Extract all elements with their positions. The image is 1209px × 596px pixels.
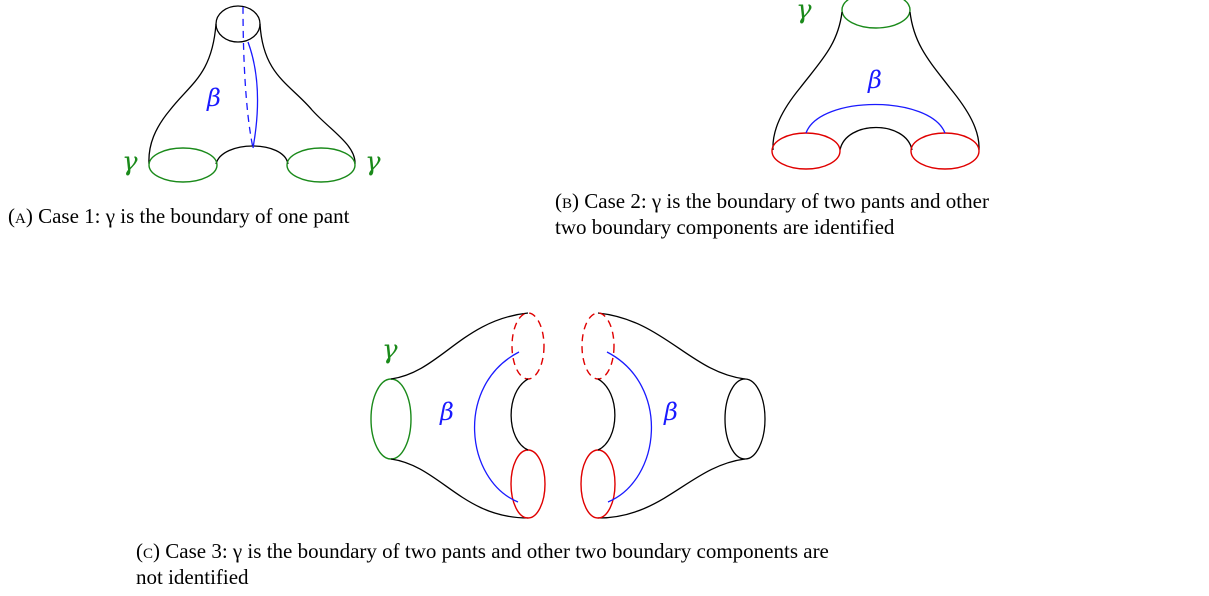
panel-a-beta-front [247,41,259,149]
panel-b-diagram: γ β [771,0,980,170]
panel-c-diagram: γ β β [370,312,766,519]
panel-a-beta-label: β [206,84,221,112]
panel-c-left-beta-label: β [439,398,454,426]
caption-b-text-1: Case 2: γ is the boundary of two pants a… [584,189,989,213]
panel-c-right-red-bottom-boundary [580,449,616,519]
panel-c-right-red-top-boundary [581,312,615,380]
caption-c-tag: (c) [136,539,160,563]
panel-a-diagram: β γ γ [122,5,381,183]
panel-c-left-top-side [390,312,529,380]
panel-c-right-beta-label: β [663,398,678,426]
panel-c-left-red-bottom-boundary [510,449,546,519]
panel-c-gamma-boundary [370,378,412,460]
panel-b-right-side [909,11,980,151]
panel-b-gamma-label: γ [796,0,812,25]
panel-c-gamma-label: γ [382,335,398,365]
panel-c-right-inner-curve [597,378,616,451]
panel-a-gamma-label-left: γ [122,147,138,177]
panel-b-gamma-boundary [841,0,911,29]
panel-b-left-side [772,11,843,151]
panel-a-middle-arch [215,145,289,165]
panel-c-right-top-side [597,312,746,380]
panel-a-gamma-left-boundary [148,147,218,183]
caption-c-text-1: Case 3: γ is the boundary of two pants a… [165,539,829,563]
panel-a-top-boundary [215,5,261,43]
panel-b-beta-curve [805,103,946,134]
panel-a-beta-back [242,6,254,149]
panel-c-left-beta-curve [473,351,520,503]
panel-b-red-left-boundary [771,132,841,170]
caption-b: (b) Case 2: γ is the boundary of two pan… [555,188,989,240]
panel-b-beta-label: β [867,66,882,94]
caption-a-text: Case 1: γ is the boundary of one pant [38,204,350,228]
panel-c-left-inner-curve [510,378,529,451]
panel-c-left-red-top-boundary [511,312,545,380]
panel-a-gamma-right-boundary [286,147,356,183]
panel-b-red-right-boundary [910,132,980,170]
panel-c-right-beta-curve [606,351,653,503]
caption-c: (c) Case 3: γ is the boundary of two pan… [136,538,829,590]
caption-c-text-2: not identified [136,565,249,589]
panel-c-left-bottom-side [390,458,529,519]
caption-b-text-2: two boundary components are identified [555,215,895,239]
caption-c-line-1: (c) Case 3: γ is the boundary of two pan… [136,538,829,564]
panel-a-left-side [148,23,217,165]
panel-b-middle-arch [839,126,913,151]
panel-a-gamma-label-right: γ [365,147,381,177]
panel-a-right-side [259,23,356,165]
caption-b-line-1: (b) Case 2: γ is the boundary of two pan… [555,188,989,214]
panel-c-right-bottom-side [597,458,746,519]
panel-c-right-boundary [724,378,766,460]
caption-b-tag: (b) [555,189,579,213]
caption-a-tag: (a) [8,204,33,228]
caption-a: (a) Case 1: γ is the boundary of one pan… [8,203,349,229]
